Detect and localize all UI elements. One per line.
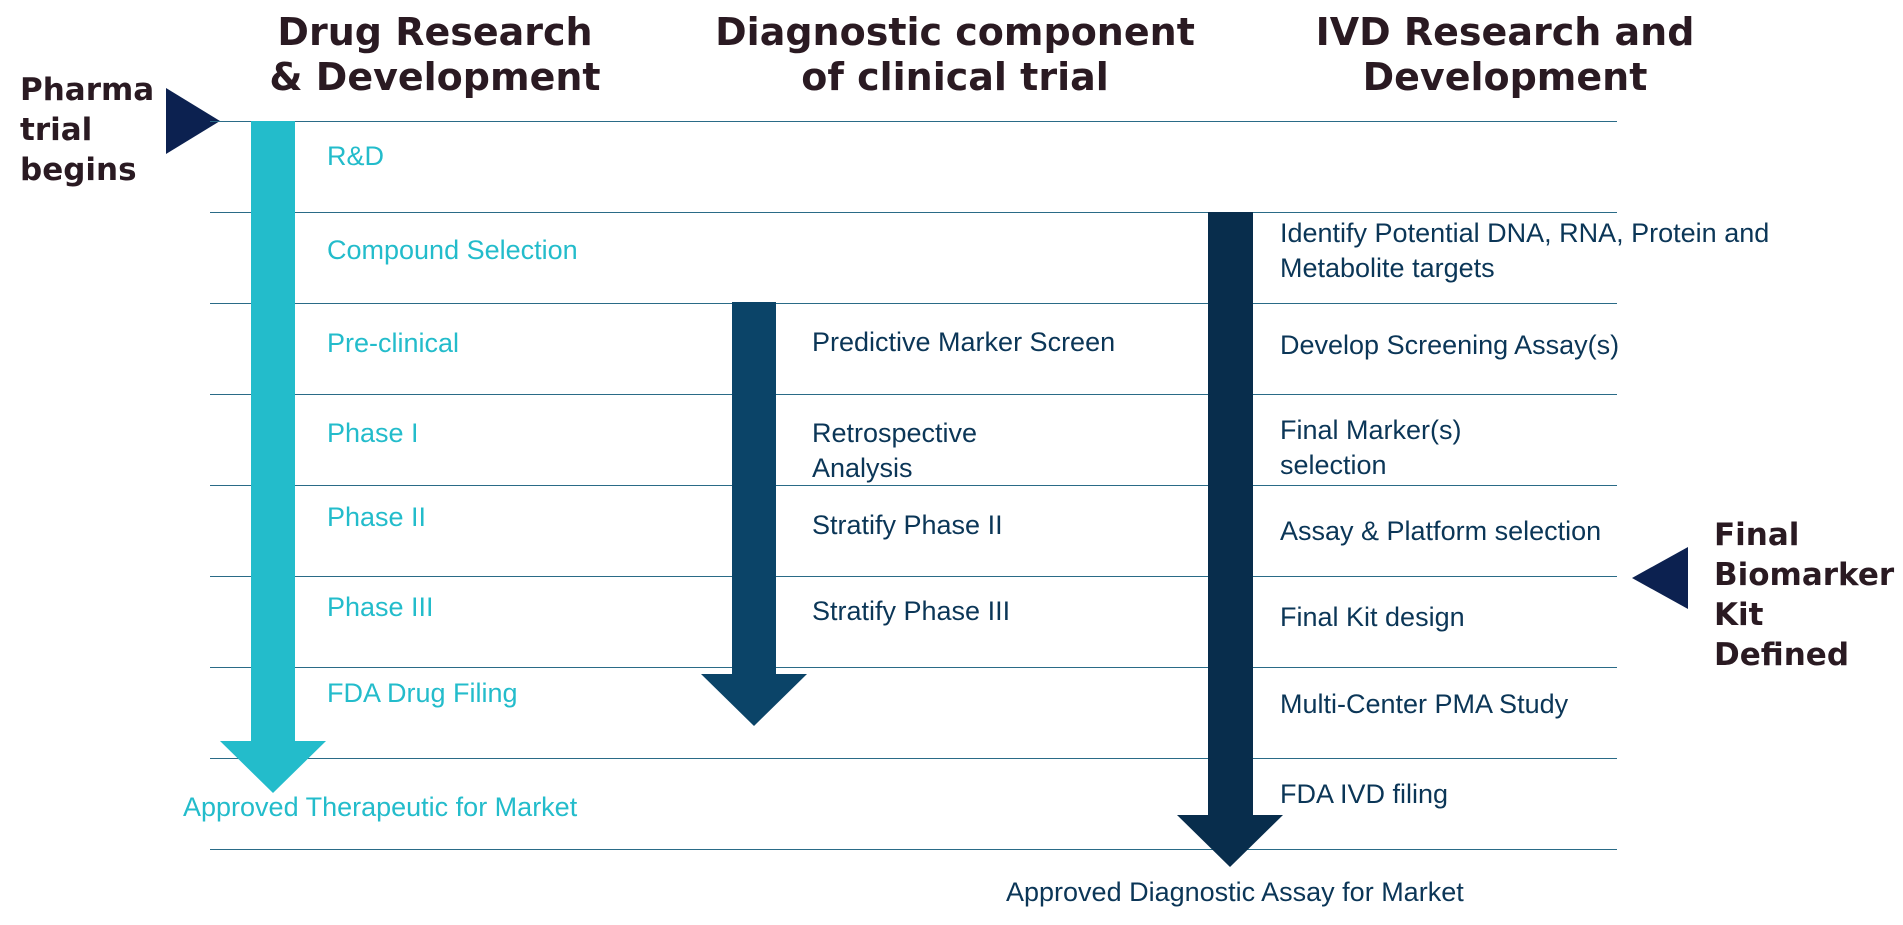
diagnostic-stage-stratify-3: Stratify Phase III <box>812 596 1011 626</box>
header-drug-rd: Drug Research & Development <box>269 10 601 99</box>
diagnostic-stage-marker-screen: Predictive Marker Screen <box>812 327 1116 357</box>
diagnostic-stage-stratify-2: Stratify Phase II <box>812 510 1003 540</box>
ivd-outcome: Approved Diagnostic Assay for Market <box>1006 877 1464 907</box>
diagnostic-stage-retrospective: Retrospective Analysis <box>812 418 978 483</box>
drug-stage-phase-3: Phase III <box>327 592 434 622</box>
row-divider <box>210 121 1617 122</box>
drug-outcome: Approved Therapeutic for Market <box>183 792 578 822</box>
pharma-start-marker <box>166 88 220 154</box>
drug-stage-phase-2: Phase II <box>327 502 427 532</box>
drug-stage-rd: R&D <box>327 141 385 171</box>
ivd-stage-marker-selection: Final Marker(s) selection <box>1280 415 1462 480</box>
row-divider <box>210 394 1617 395</box>
pharma-trial-begins-label: Pharma trial begins <box>20 72 155 188</box>
header-diagnostic: Diagnostic component of clinical trial <box>715 10 1195 99</box>
row-divider <box>210 303 1617 304</box>
drug-stage-compound-selection: Compound Selection <box>327 235 578 265</box>
ivd-stage-assay-platform: Assay & Platform selection <box>1280 516 1602 546</box>
final-kit-marker <box>1632 547 1688 609</box>
ivd-stage-screening-assay: Develop Screening Assay(s) <box>1280 330 1620 360</box>
row-divider <box>210 485 1617 486</box>
header-ivd-rd: IVD Research and Development <box>1315 10 1695 99</box>
drug-stage-fda-filing: FDA Drug Filing <box>327 678 518 708</box>
ivd-stage-pma-study: Multi-Center PMA Study <box>1280 689 1569 719</box>
row-divider <box>210 212 1617 213</box>
ivd-stage-fda-filing: FDA IVD filing <box>1280 779 1449 809</box>
drug-stage-pre-clinical: Pre-clinical <box>327 328 460 358</box>
row-divider <box>210 758 1617 759</box>
ivd-arrow <box>1177 212 1283 867</box>
row-divider <box>210 667 1617 668</box>
final-biomarker-label: Final Biomarker Kit Defined <box>1714 517 1895 673</box>
ivd-stage-kit-design: Final Kit design <box>1280 602 1465 632</box>
diagnostic-arrow <box>701 302 807 726</box>
row-divider <box>210 849 1617 850</box>
ivd-stage-identify-targets: Identify Potential DNA, RNA, Protein and… <box>1280 218 1770 283</box>
row-divider <box>210 576 1617 577</box>
drug-rd-arrow <box>220 121 326 793</box>
drug-stage-phase-1: Phase I <box>327 418 419 448</box>
